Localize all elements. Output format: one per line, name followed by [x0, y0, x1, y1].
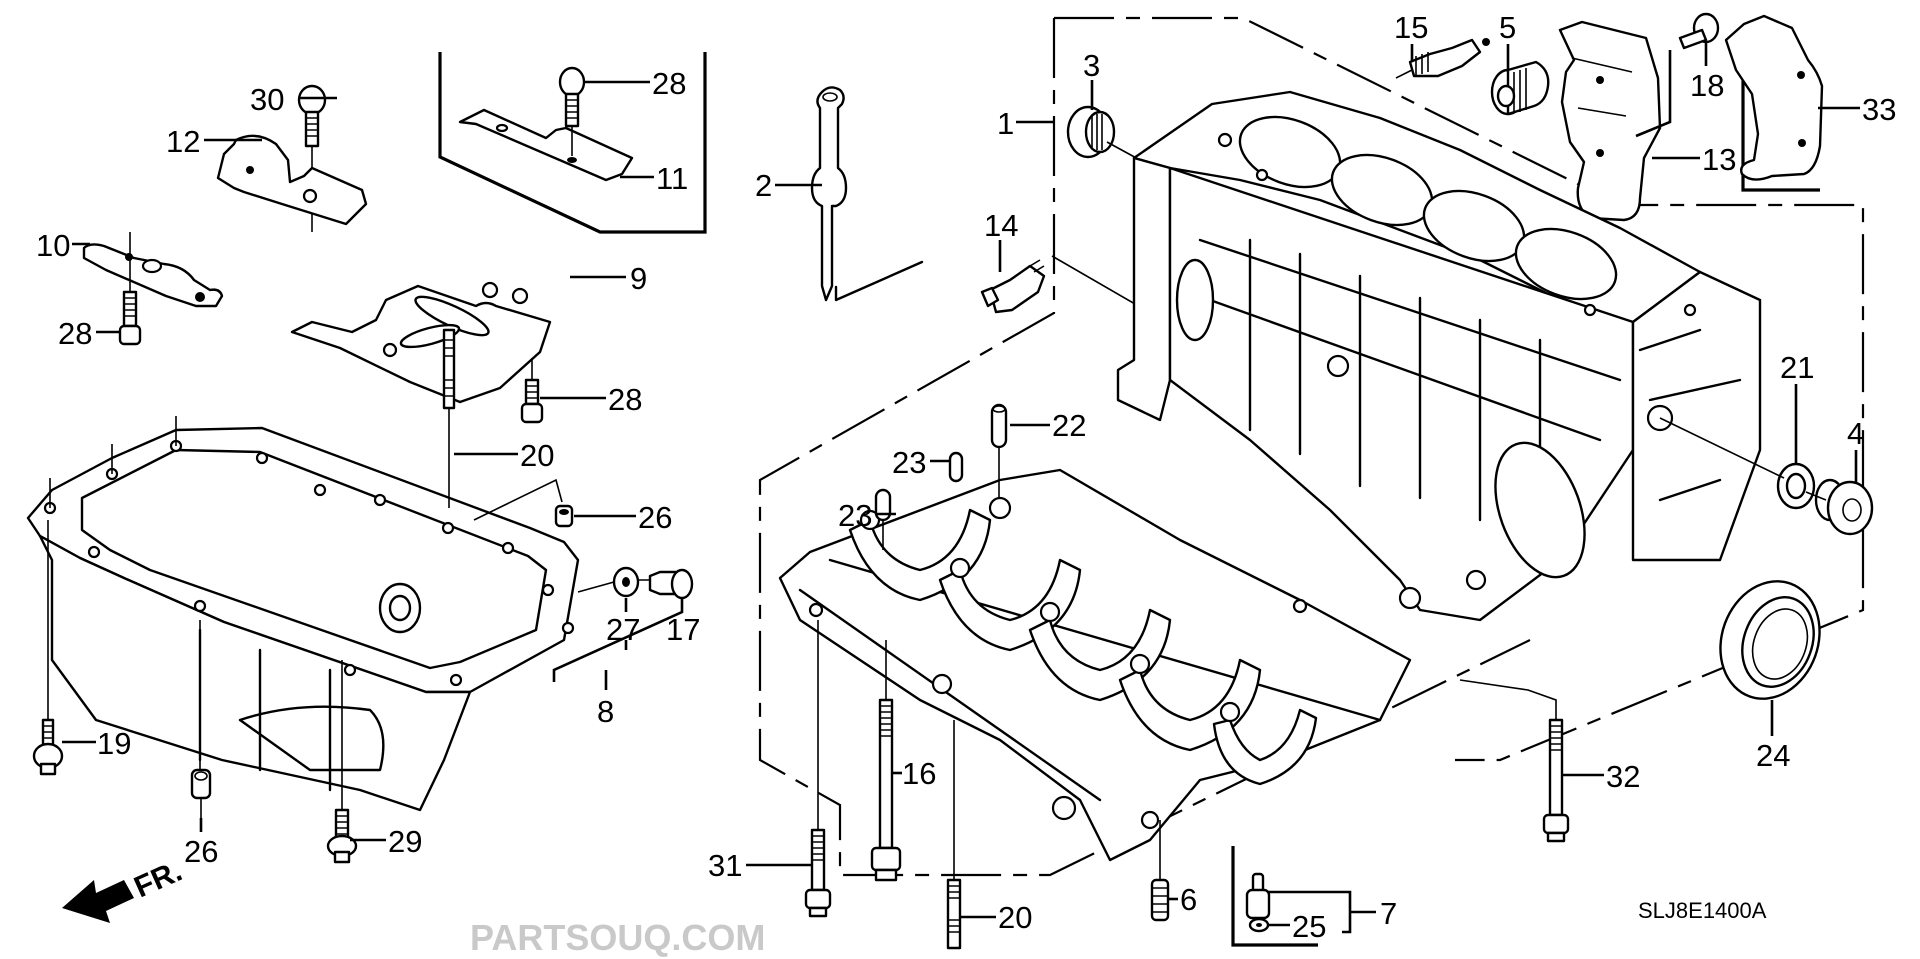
callout-27[interactable]: 27	[606, 612, 640, 647]
watermark: PARTSOUQ.COM	[470, 917, 765, 958]
part-17-drain-plug	[577, 568, 694, 600]
callout-12[interactable]: 12	[166, 124, 200, 159]
callout-29[interactable]: 29	[388, 824, 422, 859]
callout-28-right[interactable]: 28	[608, 382, 642, 417]
group-box-part-33	[1741, 38, 1820, 192]
part-8-oil-pan	[26, 416, 580, 812]
callout-30[interactable]: 30	[250, 82, 284, 117]
front-direction-label: FR.	[129, 855, 187, 905]
callout-24[interactable]: 24	[1756, 738, 1790, 773]
part-29-bolt	[326, 660, 358, 864]
part-23-dowel-pin-lower	[874, 488, 892, 550]
callout-21[interactable]: 21	[1780, 350, 1814, 385]
part-12-bracket	[216, 134, 368, 226]
part-23-dowel-pin-upper	[948, 451, 964, 483]
callout-leaders	[62, 42, 1860, 934]
callout-26-lower[interactable]: 26	[184, 834, 218, 869]
callout-2[interactable]: 2	[755, 168, 772, 203]
callout-1[interactable]: 1	[997, 106, 1014, 141]
callout-22[interactable]: 22	[1052, 408, 1086, 443]
part-30-bolt	[297, 84, 327, 232]
part-16-bolt	[870, 640, 902, 882]
part-27-washer	[612, 566, 640, 598]
part-11-plate	[458, 108, 634, 182]
part-15-temperature-sensor	[1395, 38, 1490, 79]
callout-23-upper[interactable]: 23	[892, 445, 926, 480]
callout-3[interactable]: 3	[1083, 48, 1100, 83]
callout-20-lower[interactable]: 20	[998, 900, 1032, 935]
callout-18[interactable]: 18	[1690, 68, 1724, 103]
lower-block-bedplate	[778, 468, 1412, 862]
part-13-engine-mount-bracket	[1558, 20, 1662, 222]
part-19-bolt	[32, 520, 64, 776]
group-box-part-11	[438, 52, 707, 234]
part-33-stiffener-bracket	[1724, 14, 1824, 181]
diagram-code: SLJ8E1400A	[1638, 898, 1767, 923]
callout-6[interactable]: 6	[1180, 882, 1197, 917]
part-25-o-ring	[1248, 917, 1270, 933]
part-4-plug	[1659, 417, 1874, 536]
part-20-stud-bolt-upper	[442, 328, 456, 508]
part-26-nut-lower	[190, 620, 212, 818]
callout-9[interactable]: 9	[630, 261, 647, 296]
callout-11[interactable]: 11	[656, 161, 688, 196]
part-28-bolt-left	[118, 232, 142, 346]
callout-8[interactable]: 8	[597, 694, 614, 729]
callout-25[interactable]: 25	[1292, 909, 1326, 944]
part-1-cylinder-block	[1116, 90, 1762, 622]
part-2-oil-level-gauge	[810, 86, 924, 302]
part-3-sealing-bolt	[1066, 105, 1141, 161]
callout-15[interactable]: 15	[1394, 10, 1428, 45]
callout-20-upper[interactable]: 20	[520, 438, 554, 473]
callout-26-upper[interactable]: 26	[638, 500, 672, 535]
callout-31[interactable]: 31	[708, 848, 742, 883]
callout-13[interactable]: 13	[1702, 142, 1736, 177]
part-28-bolt-top	[558, 66, 586, 156]
part-7-dowel-pin	[1245, 872, 1271, 920]
arrow-left-down-icon	[62, 880, 134, 923]
callout-4[interactable]: 4	[1847, 416, 1864, 451]
callout-32[interactable]: 32	[1606, 759, 1640, 794]
block-group-outline	[1054, 16, 1865, 762]
callout-16[interactable]: 16	[902, 756, 936, 791]
part-18-bolt	[1678, 12, 1720, 50]
callout-33[interactable]: 33	[1862, 92, 1896, 127]
part-28-bolt-right	[520, 358, 544, 424]
callout-28-left[interactable]: 28	[58, 316, 92, 351]
callout-10[interactable]: 10	[36, 228, 70, 263]
part-26-nut-upper	[473, 478, 574, 528]
part-10-bracket	[82, 243, 224, 308]
part-14-oil-pressure-switch	[980, 255, 1181, 331]
group-box-part-7	[1231, 846, 1318, 947]
part-21-washer	[1776, 462, 1816, 510]
part-22-dowel-pin	[990, 403, 1008, 497]
part-32-bolt	[1459, 679, 1570, 843]
part-24-oil-seal	[1719, 580, 1821, 700]
callout-7[interactable]: 7	[1380, 896, 1397, 931]
part-9-baffle-plate	[290, 281, 552, 404]
part-31-bolt	[804, 620, 832, 918]
callout-19[interactable]: 19	[97, 726, 131, 761]
front-direction-arrow: FR.	[62, 855, 187, 923]
part-20-stud-bolt-lower	[946, 720, 962, 950]
block-group-outline-left	[758, 18, 1531, 877]
callout-14[interactable]: 14	[984, 208, 1018, 243]
part-5-plug	[1490, 60, 1550, 116]
callout-23-lower[interactable]: 23	[838, 498, 872, 533]
callout-17[interactable]: 17	[666, 612, 700, 647]
callout-labels: 30 12 28 11 10 28 9 28 20 26 27 17 8 19 …	[36, 10, 1896, 944]
callout-28-top[interactable]: 28	[652, 66, 686, 101]
callout-5[interactable]: 5	[1499, 10, 1516, 45]
